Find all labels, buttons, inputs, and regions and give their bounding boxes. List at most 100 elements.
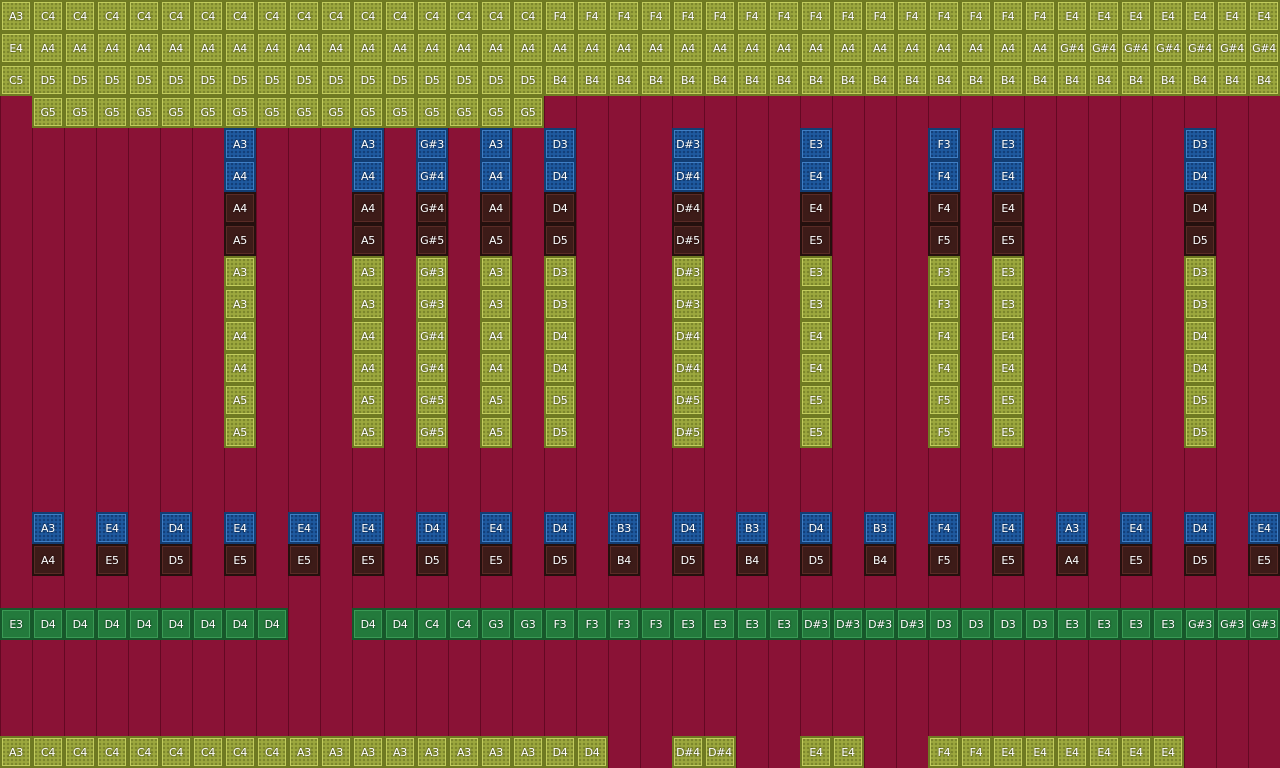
note-block[interactable]: G5 — [384, 96, 416, 128]
note-block[interactable]: C4 — [64, 736, 96, 768]
note-block[interactable]: A4 — [224, 160, 256, 192]
note-block[interactable]: F4 — [768, 0, 800, 32]
note-block[interactable]: F4 — [928, 320, 960, 352]
note-block[interactable]: E3 — [800, 128, 832, 160]
note-block[interactable]: D4 — [256, 608, 288, 640]
note-block[interactable]: A4 — [256, 32, 288, 64]
note-block[interactable]: D4 — [544, 160, 576, 192]
note-block[interactable]: B4 — [1056, 64, 1088, 96]
note-block[interactable]: F3 — [928, 256, 960, 288]
note-block[interactable]: A4 — [224, 320, 256, 352]
note-block[interactable]: E4 — [992, 320, 1024, 352]
note-block[interactable]: E3 — [672, 608, 704, 640]
note-block[interactable]: D4 — [544, 736, 576, 768]
note-block[interactable]: A3 — [32, 512, 64, 544]
note-block[interactable]: C4 — [224, 736, 256, 768]
note-block[interactable]: B3 — [608, 512, 640, 544]
note-block[interactable]: G#3 — [1248, 608, 1280, 640]
note-block[interactable]: E3 — [1088, 608, 1120, 640]
note-block[interactable]: A3 — [416, 736, 448, 768]
note-block[interactable]: D4 — [384, 608, 416, 640]
note-block[interactable]: G5 — [96, 96, 128, 128]
note-block[interactable]: A3 — [480, 288, 512, 320]
note-block[interactable]: D5 — [672, 544, 704, 576]
note-block[interactable]: E5 — [480, 544, 512, 576]
note-block[interactable]: A4 — [224, 32, 256, 64]
note-block[interactable]: D5 — [192, 64, 224, 96]
note-block[interactable]: G5 — [224, 96, 256, 128]
note-block[interactable]: D5 — [544, 544, 576, 576]
note-block[interactable]: B4 — [864, 64, 896, 96]
note-block[interactable]: B4 — [832, 64, 864, 96]
note-block[interactable]: G#3 — [1216, 608, 1248, 640]
note-block[interactable]: D#3 — [864, 608, 896, 640]
note-block[interactable]: A3 — [224, 128, 256, 160]
note-block[interactable]: D#5 — [672, 384, 704, 416]
note-block[interactable]: C4 — [320, 0, 352, 32]
note-block[interactable]: B4 — [992, 64, 1024, 96]
note-block[interactable]: C4 — [224, 0, 256, 32]
note-block[interactable]: D4 — [544, 320, 576, 352]
note-block[interactable]: C4 — [256, 0, 288, 32]
note-block[interactable]: F4 — [928, 736, 960, 768]
note-block[interactable]: F5 — [928, 544, 960, 576]
note-block[interactable]: F4 — [544, 0, 576, 32]
note-block[interactable]: E4 — [832, 736, 864, 768]
note-block[interactable]: D5 — [416, 64, 448, 96]
note-block[interactable]: D5 — [256, 64, 288, 96]
note-block[interactable]: D5 — [384, 64, 416, 96]
note-block[interactable]: E5 — [352, 544, 384, 576]
note-block[interactable]: G#4 — [416, 160, 448, 192]
note-block[interactable]: A4 — [352, 32, 384, 64]
note-block[interactable]: G#5 — [416, 384, 448, 416]
note-block[interactable]: E4 — [1216, 0, 1248, 32]
note-block[interactable]: A3 — [352, 128, 384, 160]
note-block[interactable]: A4 — [288, 32, 320, 64]
note-block[interactable]: B4 — [800, 64, 832, 96]
note-block[interactable]: G5 — [64, 96, 96, 128]
note-block[interactable]: D#4 — [672, 352, 704, 384]
note-block[interactable]: A4 — [928, 32, 960, 64]
note-block[interactable]: E5 — [800, 416, 832, 448]
note-block[interactable]: F4 — [608, 0, 640, 32]
note-block[interactable]: A4 — [832, 32, 864, 64]
note-block[interactable]: A3 — [0, 0, 32, 32]
note-block[interactable]: A3 — [352, 736, 384, 768]
note-block[interactable]: D4 — [544, 512, 576, 544]
note-block[interactable]: D5 — [544, 224, 576, 256]
note-block[interactable]: D4 — [576, 736, 608, 768]
note-block[interactable]: B4 — [544, 64, 576, 96]
note-block[interactable]: A4 — [672, 32, 704, 64]
note-block[interactable]: B4 — [576, 64, 608, 96]
note-block[interactable]: A4 — [1056, 544, 1088, 576]
note-block[interactable]: A4 — [1024, 32, 1056, 64]
note-block[interactable]: E4 — [352, 512, 384, 544]
note-block[interactable]: E4 — [992, 352, 1024, 384]
note-block[interactable]: A5 — [224, 384, 256, 416]
note-block[interactable]: B4 — [608, 544, 640, 576]
note-block[interactable]: F3 — [576, 608, 608, 640]
note-block[interactable]: E4 — [1056, 736, 1088, 768]
note-block[interactable]: F4 — [928, 512, 960, 544]
note-block[interactable]: A4 — [768, 32, 800, 64]
note-block[interactable]: C4 — [64, 0, 96, 32]
note-block[interactable]: G#3 — [1184, 608, 1216, 640]
note-block[interactable]: F4 — [736, 0, 768, 32]
note-block[interactable]: E4 — [992, 160, 1024, 192]
note-block[interactable]: A4 — [128, 32, 160, 64]
note-block[interactable]: A4 — [704, 32, 736, 64]
note-block[interactable]: C4 — [288, 0, 320, 32]
note-block[interactable]: B4 — [704, 64, 736, 96]
note-block[interactable]: F3 — [608, 608, 640, 640]
note-block[interactable]: F4 — [640, 0, 672, 32]
note-block[interactable]: D5 — [1184, 416, 1216, 448]
note-block[interactable]: E5 — [1120, 544, 1152, 576]
note-block[interactable]: G5 — [512, 96, 544, 128]
note-block[interactable]: E4 — [1120, 736, 1152, 768]
note-block[interactable]: D3 — [1184, 128, 1216, 160]
note-block[interactable]: D#3 — [800, 608, 832, 640]
note-block[interactable]: A4 — [512, 32, 544, 64]
note-block[interactable]: A5 — [224, 416, 256, 448]
note-block[interactable]: C4 — [32, 736, 64, 768]
note-block[interactable]: A3 — [480, 256, 512, 288]
